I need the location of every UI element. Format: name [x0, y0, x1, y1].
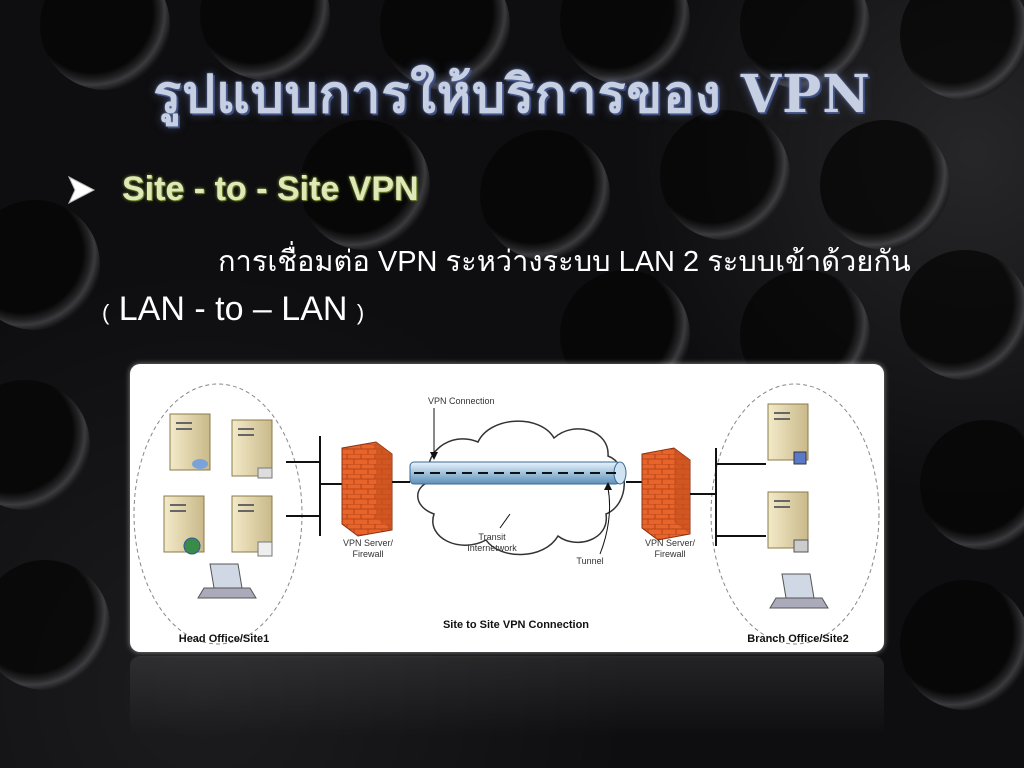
description-line-2: ( LAN - to – LAN ): [102, 290, 364, 329]
caption-site-to-site: Site to Site VPN Connection: [443, 619, 589, 631]
server-icon: [163, 495, 205, 555]
slide-title: รูปแบบการให้บริการของ VPN: [153, 64, 871, 125]
tunnel-label: Tunnel: [576, 556, 603, 566]
server-icon: [767, 491, 809, 553]
close-paren: ): [356, 300, 365, 325]
right-firewall-label-2: Firewall: [654, 549, 685, 559]
vpn-tunnel-pipe: [409, 461, 627, 485]
lan-to-lan-text: LAN - to – LAN: [109, 290, 357, 328]
site2-boundary: [710, 383, 880, 645]
left-firewall-label-1: VPN Server/: [343, 538, 394, 548]
laptop-icon: [197, 563, 257, 599]
bullet-item: Site - to - Site VPN: [66, 170, 419, 209]
firewall-icon: [341, 441, 393, 537]
diagram-reflection: [130, 656, 884, 736]
server-icon: [767, 403, 809, 465]
open-paren: (: [102, 300, 110, 325]
laptop-icon: [769, 573, 829, 609]
arrow-bullet-icon: [67, 175, 96, 204]
right-firewall-label-1: VPN Server/: [645, 538, 696, 548]
vpn-diagram: VPN Server/ Firewall VPN Connection Tran…: [130, 364, 884, 652]
internet-cloud-icon: [417, 420, 625, 556]
caption-head-office: Head Office/Site1: [179, 633, 269, 645]
firewall-icon: [641, 447, 691, 541]
left-firewall-label-2: Firewall: [352, 549, 383, 559]
vpn-connection-label: VPN Connection: [428, 396, 495, 406]
transit-label-2: Internetwork: [467, 543, 517, 553]
bullet-text: Site - to - Site VPN: [122, 170, 419, 208]
site1-boundary: [133, 383, 303, 645]
server-icon: [231, 495, 273, 557]
server-icon: [231, 419, 273, 479]
vpn-diagram-svg: VPN Server/ Firewall VPN Connection Tran…: [133, 383, 880, 645]
transit-label-1: Transit: [478, 532, 506, 542]
server-icon: [169, 413, 211, 471]
description-line-1: การเชื่อมต่อ VPN ระหว่างระบบ LAN 2 ระบบเ…: [218, 246, 911, 278]
caption-branch-office: Branch Office/Site2: [747, 633, 848, 645]
